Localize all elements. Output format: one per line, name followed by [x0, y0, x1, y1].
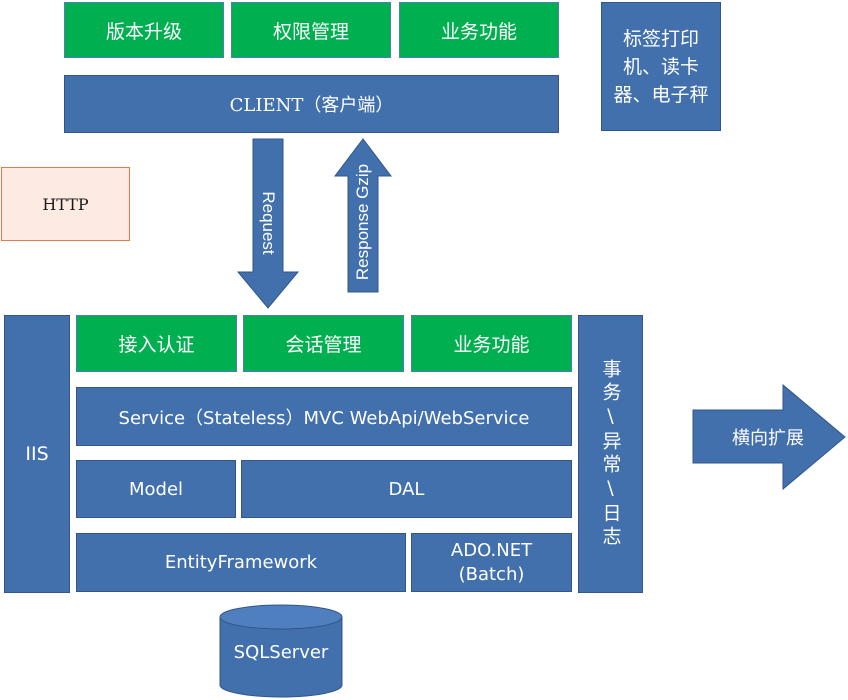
database-cylinder — [219, 604, 343, 698]
scale-out-label: 横向扩展 — [732, 428, 804, 448]
server-module-session: 会话管理 — [243, 315, 404, 372]
http-label: HTTP — [1, 167, 130, 241]
database-label: SQLServer — [233, 641, 329, 663]
iis-box: IIS — [4, 315, 70, 593]
peripherals-box: 标签打印机、读卡器、电子秤 — [601, 2, 721, 131]
model-box: Model — [76, 460, 236, 518]
request-arrow — [236, 138, 300, 309]
entity-framework-box: EntityFramework — [76, 533, 406, 592]
server-module-auth: 接入认证 — [76, 315, 237, 372]
transaction-exception-log-box: 事务\异常\日志 — [578, 315, 643, 593]
dal-box: DAL — [241, 460, 572, 518]
client-bar: CLIENT（客户端） — [64, 75, 559, 133]
client-module-permission: 权限管理 — [231, 2, 391, 58]
server-module-business: 业务功能 — [411, 315, 572, 372]
response-arrow — [333, 138, 393, 293]
transaction-exception-log-label: 事务\异常\日志 — [599, 359, 622, 549]
client-module-business: 业务功能 — [399, 2, 559, 58]
response-label: Response Gzip — [353, 163, 372, 281]
request-label: Request — [259, 191, 278, 255]
ado-net-box: ADO.NET (Batch) — [411, 533, 572, 592]
scale-out-arrow — [692, 383, 846, 491]
client-module-version-upgrade: 版本升级 — [64, 2, 224, 58]
service-box: Service（Stateless）MVC WebApi/WebService — [76, 387, 572, 446]
